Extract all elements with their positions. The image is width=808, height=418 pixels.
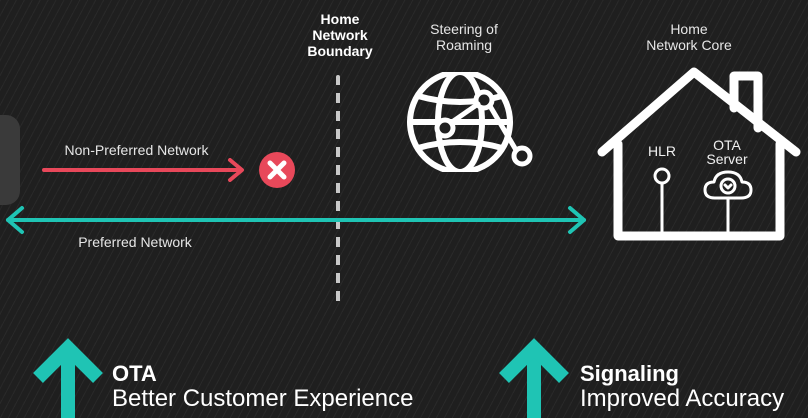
core-label-line-1: Home [670,21,708,37]
steering-label-line-2: Roaming [435,37,493,53]
arrow-up-icon [499,338,569,418]
core-label: Home Network Core [624,21,754,53]
close-circle-icon [259,152,295,188]
ota-server-label: OTA Server [698,138,756,166]
house-icon [597,67,801,241]
preferred-network-arrow [6,206,586,234]
phone-edge [0,115,20,205]
cloud-download-icon [703,170,753,234]
arrow-up-icon [33,338,103,418]
boundary-label-line-1: Home [320,11,360,27]
highlight-signaling-subtitle: Improved Accuracy [580,385,785,412]
steering-label-line-1: Steering of [430,21,498,37]
non-preferred-label: Non-Preferred Network [64,142,209,158]
boundary-label: Home Network Boundary [296,11,384,59]
highlight-ota: OTA Better Customer Experience [112,362,413,412]
boundary-dashed-line [336,75,340,307]
non-preferred-arrow [42,158,244,182]
hlr-node-icon [653,167,671,234]
boundary-label-line-2: Network [312,27,368,43]
core-label-line-2: Network Core [646,37,732,53]
ota-server-label-line-2: Server [706,151,748,167]
preferred-label: Preferred Network [78,234,192,250]
ota-server-label-line-1: OTA [713,137,741,153]
hlr-label: HLR [647,143,676,159]
boundary-label-line-3: Boundary [307,43,373,59]
highlight-signaling-title: Signaling [580,361,679,386]
highlight-ota-title: OTA [112,361,157,386]
steering-label: Steering of Roaming [404,21,524,53]
globe-network-icon [407,72,533,172]
highlight-ota-subtitle: Better Customer Experience [112,385,414,412]
highlight-signaling: Signaling Improved Accuracy [580,362,784,412]
